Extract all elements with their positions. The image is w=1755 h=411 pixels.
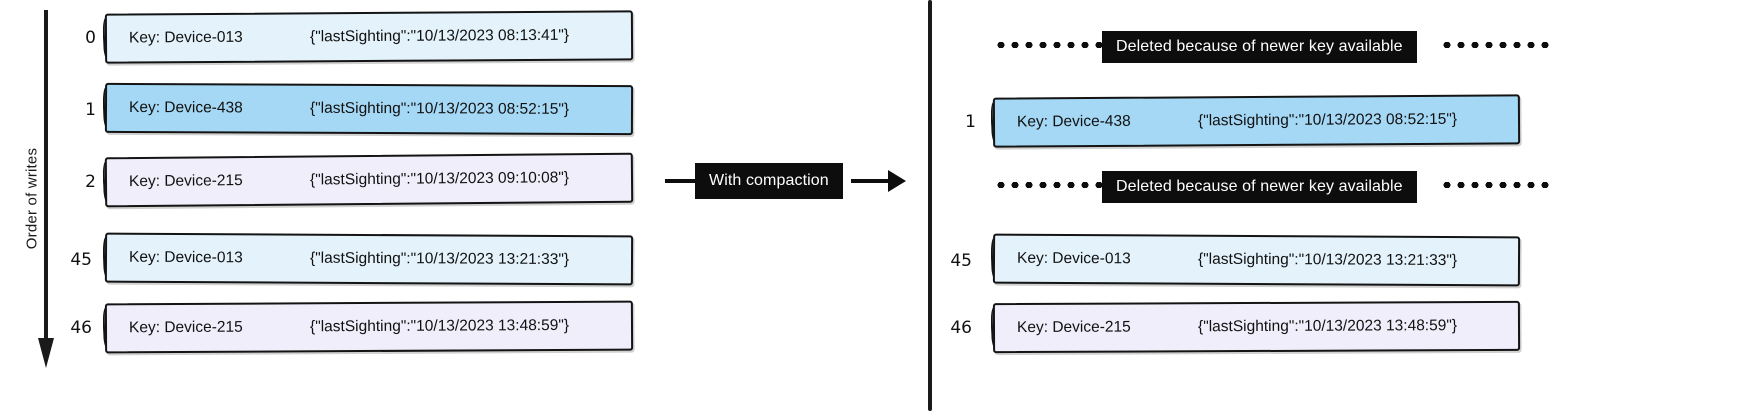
panel-divider <box>928 0 932 411</box>
deleted-dots-left-2 <box>994 182 1104 188</box>
right-row-value-1: {"lastSighting":"10/13/2023 08:52:15"} <box>1197 110 1458 130</box>
deleted-dots-left-1 <box>994 42 1104 48</box>
right-row-card-46[interactable]: Key: Device-215 {"lastSighting":"10/13/2… <box>992 300 1521 354</box>
right-row-key-45: Key: Device-013 <box>1016 249 1131 268</box>
right-row-index-1: 1 <box>965 112 976 132</box>
deleted-banner-2: Deleted because of newer key available <box>1102 171 1417 203</box>
right-row-value-45: {"lastSighting":"10/13/2023 13:21:33"} <box>1197 250 1458 270</box>
left-row-key-1: Key: Device-438 <box>128 98 243 117</box>
deleted-dots-right-2 <box>1440 182 1550 188</box>
left-row-value-2: {"lastSighting":"10/13/2023 09:10:08"} <box>309 169 570 189</box>
compaction-connector-right <box>851 179 893 183</box>
left-row-index-46: 46 <box>70 318 92 338</box>
deleted-banner-1: Deleted because of newer key available <box>1102 31 1417 63</box>
left-row-index-1: 1 <box>85 100 96 120</box>
left-row-value-46: {"lastSighting":"10/13/2023 13:48:59"} <box>309 316 570 336</box>
right-row-key-1: Key: Device-438 <box>1016 112 1131 131</box>
left-row-key-0: Key: Device-013 <box>128 28 243 47</box>
compaction-arrow-icon <box>888 170 906 192</box>
left-row-key-46: Key: Device-215 <box>128 318 243 337</box>
left-row-card-2[interactable]: Key: Device-215 {"lastSighting":"10/13/2… <box>104 152 634 208</box>
left-row-card-46[interactable]: Key: Device-215 {"lastSighting":"10/13/2… <box>104 300 634 354</box>
with-compaction-label: With compaction <box>695 163 843 199</box>
left-row-key-45: Key: Device-013 <box>128 248 243 267</box>
deleted-dots-right-1 <box>1440 42 1550 48</box>
left-row-card-1[interactable]: Key: Device-438 {"lastSighting":"10/13/2… <box>104 82 634 136</box>
left-row-value-0: {"lastSighting":"10/13/2023 08:13:41"} <box>309 26 570 46</box>
right-row-index-46: 46 <box>950 318 972 338</box>
right-row-card-1[interactable]: Key: Device-438 {"lastSighting":"10/13/2… <box>992 94 1521 148</box>
left-row-index-0: 0 <box>85 28 96 48</box>
left-row-card-45[interactable]: Key: Device-013 {"lastSighting":"10/13/2… <box>104 232 634 286</box>
right-row-card-45[interactable]: Key: Device-013 {"lastSighting":"10/13/2… <box>992 233 1521 287</box>
right-row-index-45: 45 <box>950 251 972 271</box>
left-row-key-2: Key: Device-215 <box>128 172 243 191</box>
left-row-index-2: 2 <box>85 172 96 192</box>
left-row-value-45: {"lastSighting":"10/13/2023 13:21:33"} <box>309 249 570 269</box>
left-row-value-1: {"lastSighting":"10/13/2023 08:52:15"} <box>309 99 570 118</box>
order-of-writes-arrow-icon <box>38 10 54 368</box>
right-row-value-46: {"lastSighting":"10/13/2023 13:48:59"} <box>1197 317 1458 336</box>
right-row-key-46: Key: Device-215 <box>1016 318 1131 337</box>
left-row-card-0[interactable]: Key: Device-013 {"lastSighting":"10/13/2… <box>104 10 634 64</box>
left-row-index-45: 45 <box>70 250 92 270</box>
